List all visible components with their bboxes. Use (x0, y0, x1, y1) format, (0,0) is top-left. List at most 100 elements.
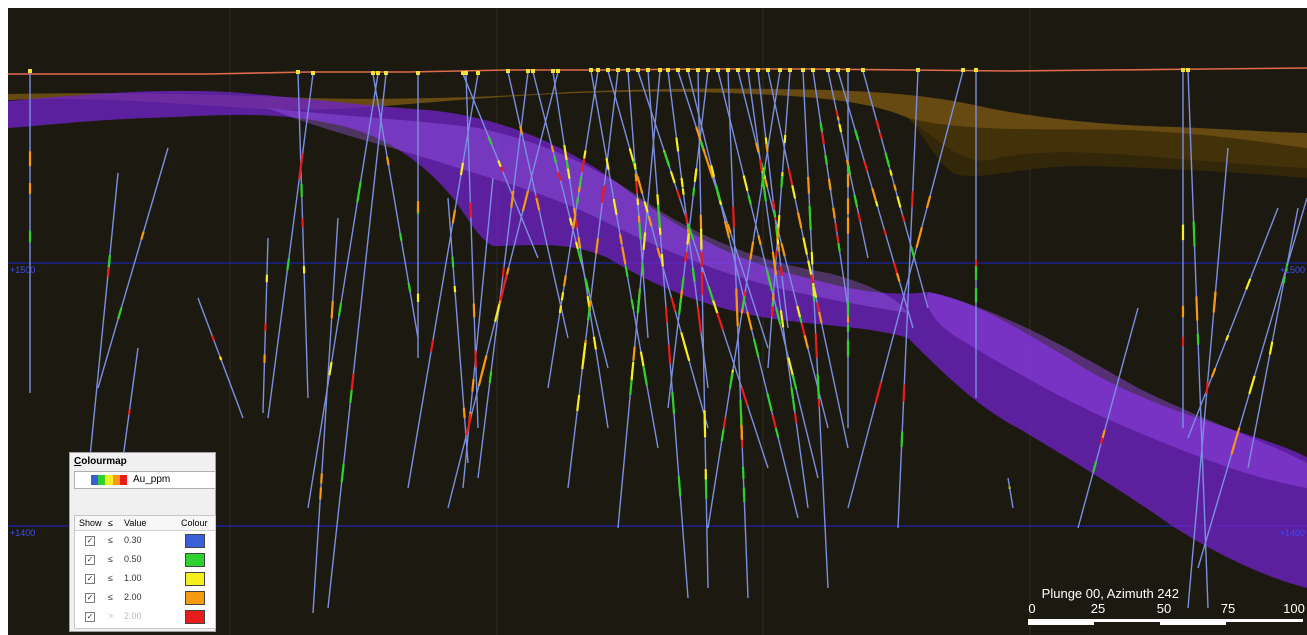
drillhole-collar[interactable] (778, 68, 782, 72)
drillhole-collar[interactable] (686, 68, 690, 72)
drillhole-trace[interactable] (307, 73, 379, 509)
show-checkbox[interactable]: ✓ (85, 612, 95, 622)
show-checkbox[interactable]: ✓ (85, 555, 95, 565)
drillhole-collar[interactable] (666, 68, 670, 72)
drillhole-collar[interactable] (1186, 68, 1190, 72)
drillhole-collar[interactable] (836, 68, 840, 72)
show-checkbox[interactable]: ✓ (85, 574, 95, 584)
drillhole-trace[interactable] (747, 70, 809, 509)
drillhole-collar[interactable] (616, 68, 620, 72)
value-cell[interactable]: 1.00 (124, 573, 142, 583)
drillhole-collar[interactable] (596, 68, 600, 72)
colourmap-row[interactable]: ✓ ≤ 0.30 (75, 531, 215, 550)
drillhole-collar[interactable] (531, 69, 535, 73)
column-colour[interactable]: Colour (181, 518, 208, 528)
colourmap-row[interactable]: ✓ ≤ 2.00 (75, 588, 215, 607)
drillhole-collar[interactable] (296, 70, 300, 74)
drillhole-trace[interactable] (897, 70, 919, 529)
drillhole-collar[interactable] (506, 69, 510, 73)
value-cell[interactable]: 2.00 (124, 611, 142, 621)
value-cell[interactable]: 0.50 (124, 554, 142, 564)
drillhole-collar[interactable] (788, 68, 792, 72)
drillhole-collar[interactable] (706, 68, 710, 72)
drillhole-trace[interactable] (767, 70, 849, 449)
drillhole-trace[interactable] (647, 70, 689, 599)
colour-swatch[interactable] (185, 591, 205, 605)
drillhole-trace[interactable] (697, 70, 709, 589)
drillhole-collar[interactable] (736, 68, 740, 72)
colourmap-attribute-select[interactable]: Au_ppm (74, 471, 216, 489)
column-operator[interactable]: ≤ (108, 518, 113, 528)
column-show[interactable]: Show (79, 518, 102, 528)
value-cell[interactable]: 2.00 (124, 592, 142, 602)
drillhole-trace[interactable] (267, 73, 314, 419)
colourmap-row[interactable]: ✓ > 2.00 (75, 607, 215, 626)
drillhole-collar[interactable] (636, 68, 640, 72)
drillhole-collar[interactable] (551, 69, 555, 73)
drillhole-trace[interactable] (312, 217, 339, 614)
drillhole-collar[interactable] (626, 68, 630, 72)
drillhole-collar[interactable] (716, 68, 720, 72)
drillhole-trace[interactable] (1187, 207, 1279, 439)
colour-swatch[interactable] (185, 572, 205, 586)
show-checkbox[interactable]: ✓ (85, 593, 95, 603)
drillhole-collar[interactable] (811, 68, 815, 72)
drillhole-collar[interactable] (646, 68, 650, 72)
drillhole-collar[interactable] (696, 68, 700, 72)
colour-swatch[interactable] (185, 553, 205, 567)
3d-viewport[interactable]: +1500 +1500 +1400 +1400 Plunge 00, Azimu… (8, 8, 1307, 635)
drillhole-collar[interactable] (476, 71, 480, 75)
drillhole-trace[interactable] (1247, 207, 1299, 469)
drillhole-collar[interactable] (766, 68, 770, 72)
drillhole-collar[interactable] (974, 68, 978, 72)
drillhole-trace[interactable] (547, 70, 599, 389)
drillhole-collar[interactable] (464, 71, 468, 75)
drillhole-collar[interactable] (416, 71, 420, 75)
drillhole-collar[interactable] (801, 68, 805, 72)
drillhole-trace[interactable] (677, 70, 769, 349)
drillhole-collar[interactable] (961, 68, 965, 72)
drillhole-collar[interactable] (861, 68, 865, 72)
colourmap-row[interactable]: ✓ ≤ 0.50 (75, 550, 215, 569)
drillhole-collar[interactable] (676, 68, 680, 72)
drillhole-collar[interactable] (376, 71, 380, 75)
drillhole-trace[interactable] (552, 71, 609, 429)
colourmap-row[interactable]: ✓ ≤ 1.00 (75, 569, 215, 588)
drillhole-trace[interactable] (567, 70, 619, 489)
drillhole-trace[interactable] (1007, 477, 1014, 509)
drillhole-collar[interactable] (658, 68, 662, 72)
colour-swatch[interactable] (185, 610, 205, 624)
drillhole-collar[interactable] (916, 68, 920, 72)
drillhole-trace[interactable] (462, 177, 494, 489)
drillhole-trace[interactable] (297, 72, 309, 399)
drillhole-trace[interactable] (327, 73, 387, 609)
show-checkbox[interactable]: ✓ (85, 536, 95, 546)
drillhole-collar[interactable] (526, 69, 530, 73)
drillhole-collar[interactable] (28, 69, 32, 73)
column-value[interactable]: Value (124, 518, 147, 528)
drillhole-collar[interactable] (371, 71, 375, 75)
drillhole-collar[interactable] (606, 68, 610, 72)
drillhole-collar[interactable] (826, 68, 830, 72)
drillhole-collar[interactable] (311, 71, 315, 75)
drillhole-collar[interactable] (384, 71, 388, 75)
drillhole-collar[interactable] (556, 69, 560, 73)
drillhole-collar[interactable] (589, 68, 593, 72)
drillhole-trace[interactable] (97, 147, 169, 389)
drillhole-collar[interactable] (1181, 68, 1185, 72)
drillhole-collar[interactable] (846, 68, 850, 72)
colour-swatch[interactable] (185, 534, 205, 548)
drillhole-trace[interactable] (372, 73, 419, 339)
drillhole-trace[interactable] (847, 70, 964, 509)
drillhole-trace[interactable] (757, 70, 789, 329)
value-cell[interactable]: 0.30 (124, 535, 142, 545)
drillhole-trace[interactable] (687, 70, 799, 519)
drillhole-trace[interactable] (447, 197, 469, 464)
drillhole-trace[interactable] (802, 70, 829, 589)
drillhole-collar[interactable] (756, 68, 760, 72)
drillhole-trace[interactable] (407, 73, 479, 489)
drillhole-trace[interactable] (1187, 147, 1229, 609)
section-scene[interactable] (8, 8, 1307, 635)
drillhole-collar[interactable] (461, 71, 465, 75)
drillhole-collar[interactable] (726, 68, 730, 72)
